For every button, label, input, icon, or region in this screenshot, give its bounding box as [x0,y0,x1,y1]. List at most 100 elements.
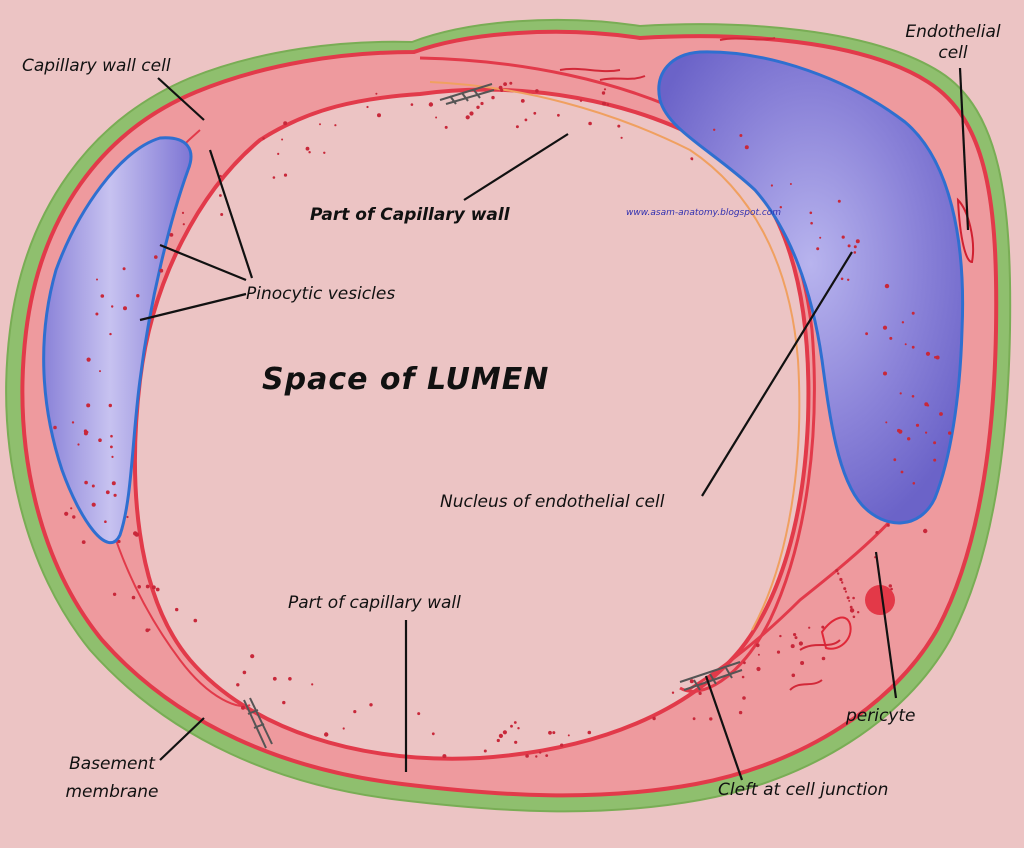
vesicle-dot [91,484,95,488]
vesicle-dot [883,371,887,376]
vesicle-dot [742,696,746,700]
vesicle-dot [794,636,798,640]
cell-membrane-line-inner [429,81,801,631]
vesicle-dot [111,305,114,308]
vesicle-dot [476,105,480,110]
vesicle-dot [808,626,811,629]
vesicle-dot [70,507,73,510]
vesicle-dot [791,673,796,678]
label-basement-line-2: membrane [65,782,159,802]
vesicle-dot [948,431,952,435]
vesicle-dot [911,311,915,315]
vesicle-dot [852,596,855,600]
vesicle-dot [319,123,321,126]
vesicle-dot [888,584,892,588]
vesicle-dot [606,103,610,106]
label-capillary-wall-cell: Capillary wall cell [22,56,171,76]
vesicle-dot [816,247,820,251]
vesicle-dot [809,211,813,215]
label-nucleus-of-endothelial-cell: Nucleus of endothelial cell [440,492,665,512]
vesicle-dot [517,727,520,730]
vesicle-dot [837,572,840,575]
organelles [559,37,841,691]
vesicle-dot [839,577,843,582]
vesicle-dot [104,520,107,523]
vesicle-dot [743,661,746,665]
vesicle-dot [857,611,860,614]
label-pericyte: pericyte [846,706,916,726]
vesicle-dot [334,124,337,127]
vesicle-dot [882,325,888,330]
vesicle-dot [821,625,825,629]
label-basement-line-1: Basement [69,754,155,774]
vesicle-dot [496,738,500,743]
vesicle-dot [926,404,930,407]
vesicle-dot [193,618,198,623]
vesicle-dot [113,493,117,497]
vesicle-dot [324,732,329,737]
vesicle-dot [283,121,288,126]
vesicle-dot [789,183,792,185]
vesicle-dot [126,515,129,519]
vesicle-dot [548,730,552,735]
vesicle-dot [305,146,310,151]
pericyte-process [820,616,852,650]
vesicle-dot [428,102,434,107]
vesicle-dot [617,124,621,128]
vesicle-dot [557,113,560,117]
vesicle-dot [442,754,447,759]
vesicle-dot [123,306,127,311]
vesicle-dot [503,82,507,86]
vesicle-dot [283,173,288,177]
vesicle-dot [277,152,280,155]
vesicle-dot [262,137,265,140]
vesicle-dot [500,88,504,92]
vesicle-dot [134,532,139,537]
vesicle-dot [272,176,276,179]
vesicle-dot [491,95,495,100]
vesicle-dot [579,99,583,102]
vesicle-dot [886,523,890,527]
vesicle-dot [925,431,928,434]
vesicle-dot [169,233,174,237]
vesicle-dot [375,92,378,95]
vesicle-dot [95,312,99,316]
vesicle-dot [739,134,743,137]
vesicle-dot [509,81,513,85]
vesicle-dot [220,213,224,216]
vesicle-dot [843,587,847,591]
vesicle-dot [560,743,564,747]
vesicle-dot [893,458,897,462]
vesicle-dot [846,596,850,600]
vesicle-dot [524,118,528,122]
leader-lines [139,67,970,781]
vesicle-dot [821,656,826,661]
vesicle-dot [915,423,920,427]
vesicle-dot [620,136,623,139]
vesicle-dot [552,731,556,735]
vesicle-dot [241,705,245,710]
vesicle-dot [410,103,414,106]
vesicle-dot [369,703,373,707]
vesicle-dot [480,101,484,106]
vesicle-dot [110,445,113,449]
vesicle-dot [671,691,675,694]
vesicle-dot [840,277,844,281]
vesicle-dot [431,732,435,736]
vesicle-dot [853,245,857,249]
vesicle-dot [779,634,782,638]
lumen [133,87,811,761]
vesicle-dot [122,267,126,271]
vesicle-dot [145,628,150,633]
vesicle-dot [469,111,474,116]
vesicle-dot [99,370,101,373]
vesicle-dot [855,239,860,244]
vesicle-dot [907,437,911,441]
vesicle-dot [498,85,503,90]
vesicle-dot [835,569,839,573]
vesicle-dot [110,434,113,438]
vesicle-dot [849,608,855,613]
vesicle-dot [219,194,222,197]
vesicle-dot [272,676,277,681]
vesicle-dot [308,151,311,154]
